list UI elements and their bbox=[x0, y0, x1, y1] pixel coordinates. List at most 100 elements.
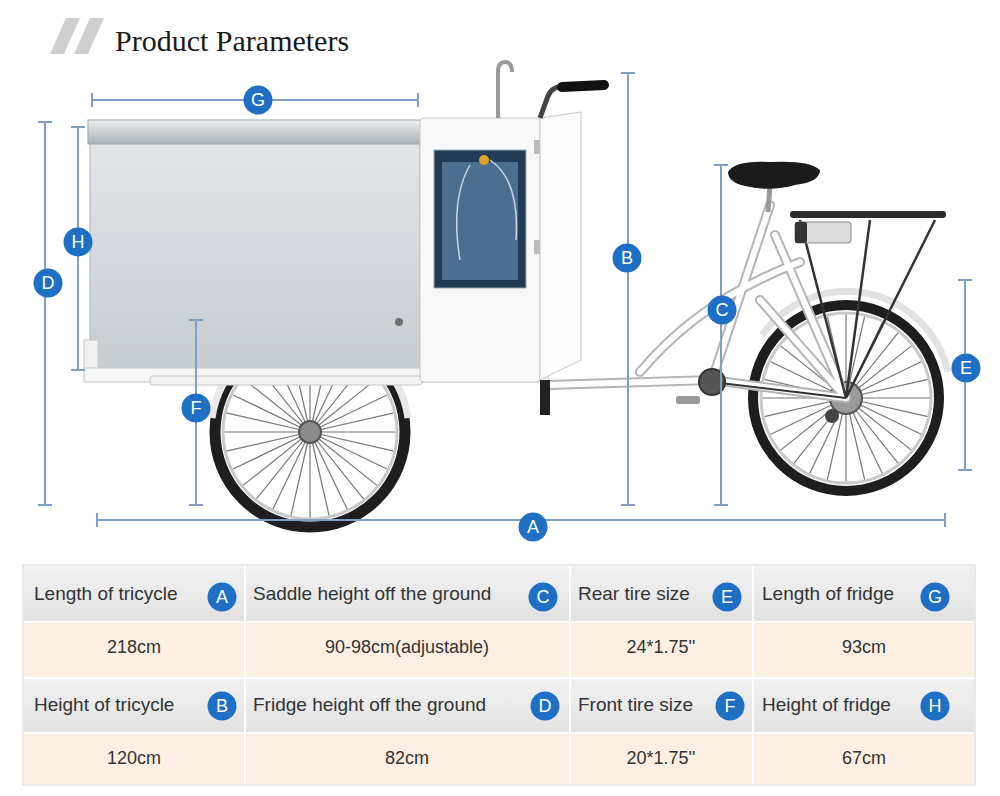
rear-rack bbox=[800, 220, 935, 398]
dimension-lines bbox=[38, 73, 972, 527]
sink-cabinet bbox=[420, 112, 581, 415]
table-header-cell: Length of fridge bbox=[762, 584, 894, 605]
faucet bbox=[498, 62, 512, 118]
callout-letter: D bbox=[530, 691, 560, 721]
table-value-cell: 24*1.75'' bbox=[627, 638, 696, 658]
sink-cabinet bbox=[457, 160, 517, 260]
sink-cabinet bbox=[534, 240, 540, 254]
dimension-lines bbox=[621, 73, 635, 505]
sink-cabinet bbox=[434, 150, 526, 288]
callout-letter: B bbox=[207, 691, 237, 721]
callout-text: E bbox=[721, 588, 733, 606]
table-value-cell: 120cm bbox=[107, 749, 161, 769]
callout-letter: H bbox=[63, 227, 93, 257]
fridge bbox=[90, 122, 420, 370]
callout-text: A bbox=[216, 588, 228, 606]
bike-frame bbox=[548, 205, 846, 423]
title-slashes bbox=[50, 18, 80, 54]
callout-letter: G bbox=[243, 85, 273, 115]
wheel-spokes bbox=[233, 432, 310, 469]
sink-cabinet bbox=[420, 118, 540, 382]
bike-frame bbox=[825, 409, 839, 423]
bike-frame bbox=[676, 396, 700, 404]
sink-cabinet bbox=[540, 112, 581, 380]
callout-text: F bbox=[191, 399, 202, 417]
parameter-table bbox=[24, 566, 974, 784]
callout-circle bbox=[713, 583, 742, 612]
table-header-cell: Height of tricycle bbox=[34, 695, 174, 716]
wheel-spokes bbox=[226, 432, 310, 451]
fridge bbox=[395, 318, 403, 326]
wheel-spokes bbox=[310, 431, 396, 432]
table-header-cell: Height of fridge bbox=[762, 695, 891, 716]
callout-circle bbox=[182, 394, 211, 423]
fridge bbox=[88, 120, 422, 144]
callout-letter: B bbox=[612, 243, 642, 273]
battery bbox=[795, 222, 851, 243]
wheel-spokes bbox=[310, 395, 387, 432]
callout-letter: E bbox=[951, 353, 981, 383]
table-value-cell: 218cm bbox=[107, 638, 161, 658]
wheel-spokes bbox=[233, 395, 310, 432]
table-header-cell: Saddle height off the ground bbox=[253, 584, 491, 605]
rear-rack bbox=[790, 211, 946, 218]
callout-letter: E bbox=[712, 582, 742, 612]
saddle bbox=[768, 185, 770, 212]
saddle bbox=[728, 162, 820, 212]
parameter-table bbox=[23, 565, 975, 785]
rear-rack bbox=[790, 211, 946, 398]
callout-text: A bbox=[527, 518, 539, 536]
callout-circle bbox=[716, 692, 745, 721]
table-header-cell: Length of tricycle bbox=[34, 584, 178, 605]
sink-cabinet bbox=[479, 155, 489, 165]
wheel-spokes bbox=[309, 432, 310, 518]
callout-letter: G bbox=[920, 582, 950, 612]
front-wheel bbox=[299, 421, 321, 443]
wheel-spokes bbox=[273, 432, 310, 509]
wheel-spokes bbox=[224, 431, 310, 432]
callout-circle bbox=[34, 269, 63, 298]
parameter-table bbox=[24, 678, 974, 733]
page-title: Product Parameters bbox=[115, 24, 349, 57]
handlebar bbox=[562, 85, 604, 87]
battery bbox=[795, 222, 807, 243]
battery bbox=[795, 222, 851, 243]
callout-circle bbox=[613, 244, 642, 273]
callout-circle bbox=[529, 583, 558, 612]
callout-circle bbox=[244, 86, 273, 115]
platform bbox=[84, 340, 98, 372]
dimension-lines bbox=[38, 122, 52, 505]
callout-letter: F bbox=[715, 691, 745, 721]
faucet bbox=[498, 62, 512, 118]
callout-circle bbox=[519, 513, 548, 542]
callout-letter: D bbox=[33, 268, 63, 298]
callout-letter: A bbox=[518, 512, 548, 542]
fridge bbox=[88, 120, 422, 370]
table-header-cell: Rear tire size bbox=[578, 584, 690, 605]
wheel-spokes bbox=[310, 432, 329, 516]
callout-text: E bbox=[960, 359, 972, 377]
callout-text: C bbox=[537, 588, 550, 606]
dimension-lines bbox=[71, 127, 85, 370]
saddle bbox=[728, 162, 820, 189]
platform bbox=[150, 376, 422, 385]
sink-cabinet bbox=[540, 380, 550, 415]
callout-letter: C bbox=[528, 582, 558, 612]
table-value-cell: 20*1.75'' bbox=[627, 749, 696, 769]
callout-text: H bbox=[929, 697, 942, 715]
parameter-table bbox=[24, 566, 974, 622]
callout-circle bbox=[531, 692, 560, 721]
callout-text: H bbox=[72, 233, 85, 251]
callout-letter: H bbox=[920, 691, 950, 721]
callout-circle bbox=[921, 583, 950, 612]
dimension-lines bbox=[189, 320, 203, 505]
wheel-spokes bbox=[310, 432, 347, 509]
bike-frame bbox=[548, 205, 846, 398]
parameter-table bbox=[23, 565, 975, 785]
dimension-lines bbox=[958, 280, 972, 470]
parameter-table bbox=[24, 733, 974, 784]
sink-cabinet bbox=[534, 140, 540, 154]
bike-frame bbox=[712, 382, 846, 398]
